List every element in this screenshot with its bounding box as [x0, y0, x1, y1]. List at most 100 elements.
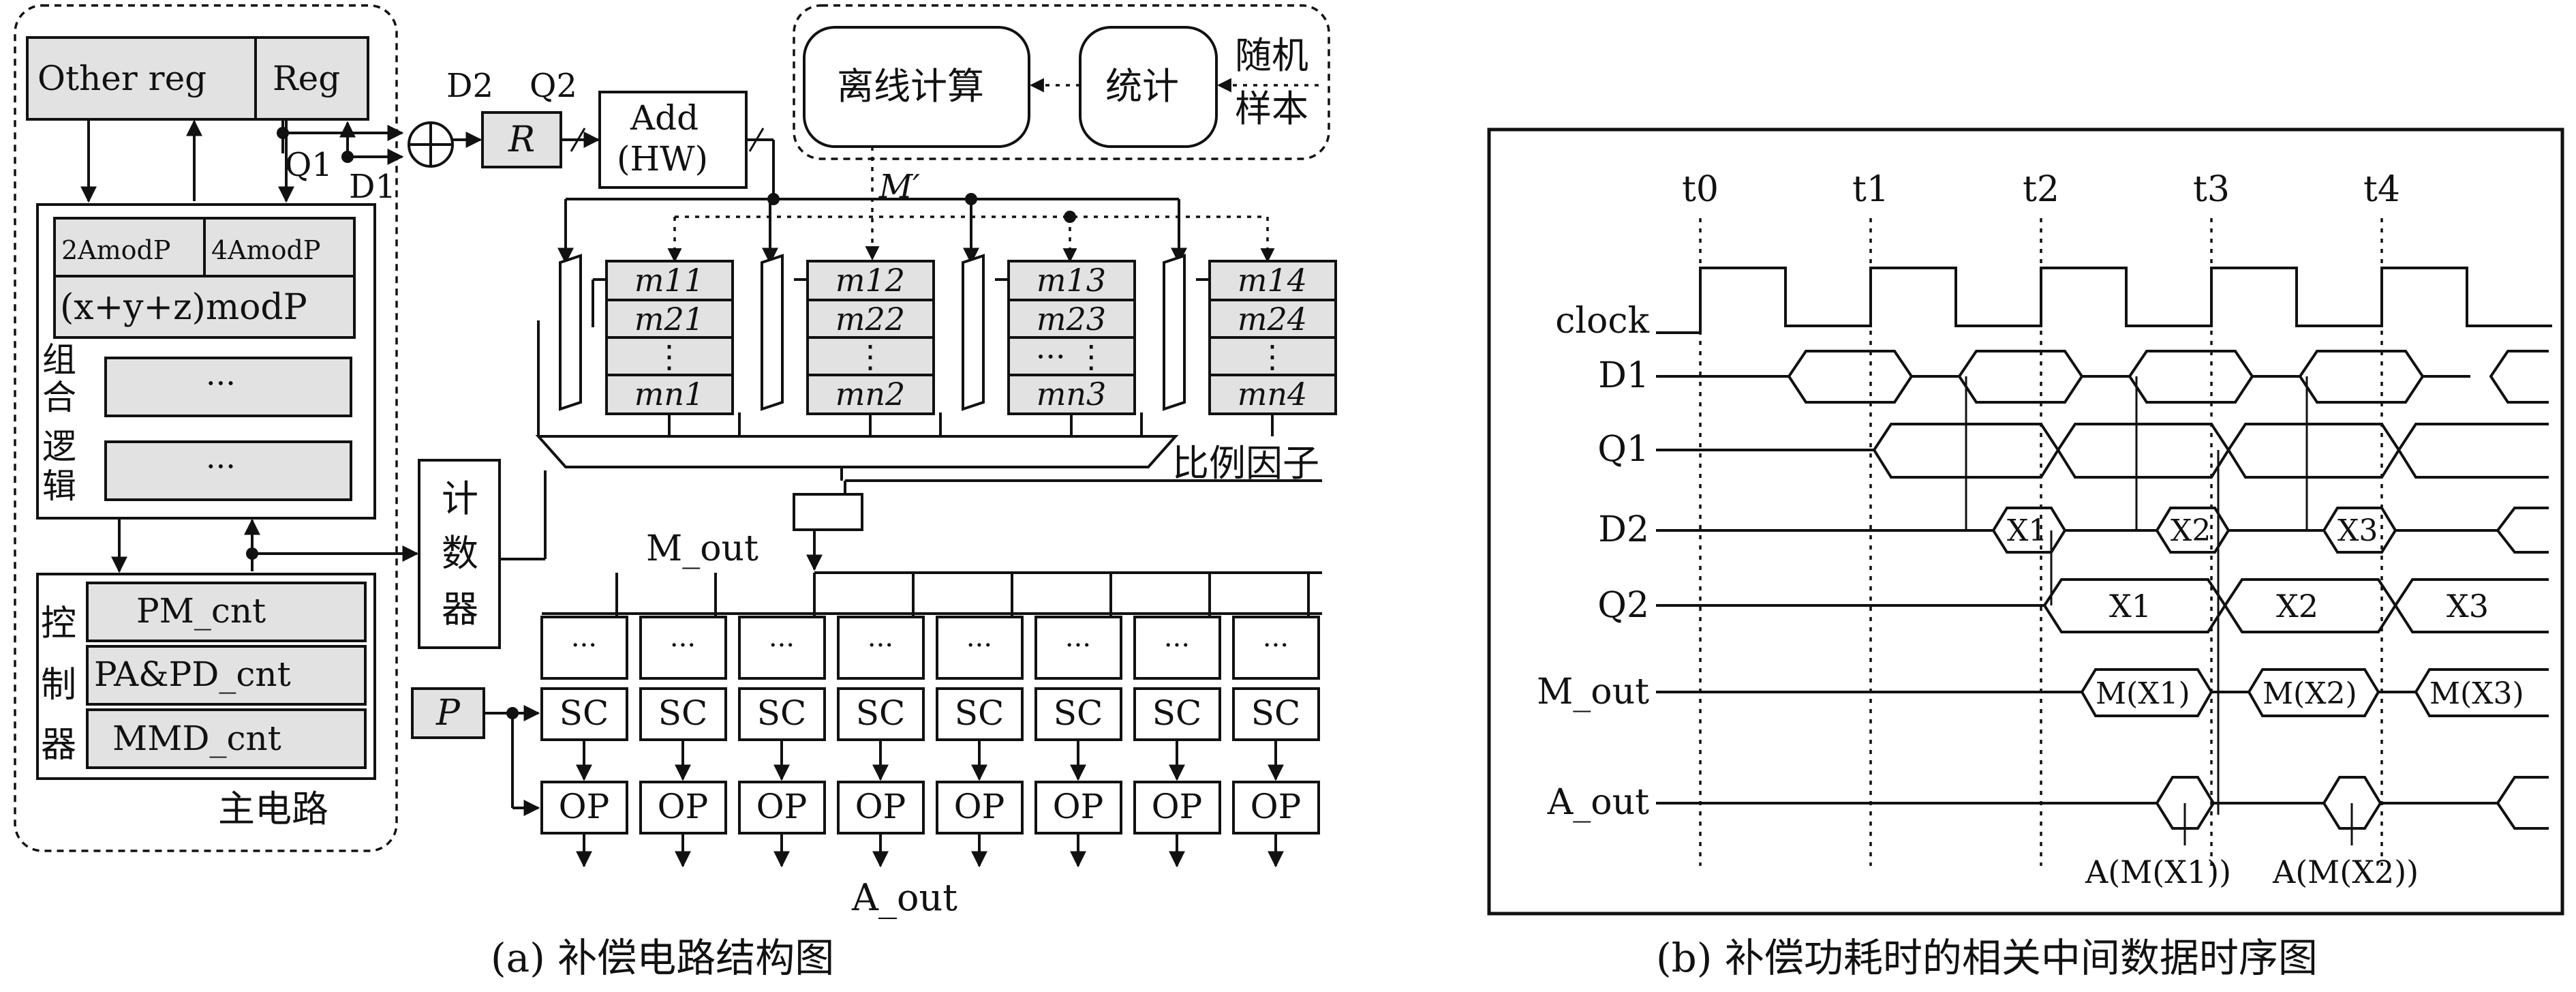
register-cell — [1208, 336, 1337, 378]
add-label: Add — [630, 98, 699, 138]
mux-2 — [761, 254, 784, 411]
signal-label: Q2 — [1597, 585, 1649, 626]
register-cell-label: m11 — [634, 262, 704, 299]
register-cell-label: ⋮ — [1257, 338, 1288, 375]
sc-block — [738, 687, 826, 741]
register-cell — [1208, 299, 1337, 340]
mout-mx2: M(X2) — [2263, 676, 2357, 711]
m-out-wave: M(X1) M(X2) M(X3) — [1656, 668, 2549, 717]
signal-label: D2 — [1598, 509, 1649, 550]
mod4-box — [203, 217, 356, 277]
register-cell-label: m13 — [1037, 262, 1106, 299]
r-register — [481, 111, 562, 168]
register-cell-label: m22 — [835, 301, 905, 337]
signal-label: Q1 — [1597, 429, 1649, 470]
a-out-wave: A(M(X1)) A(M(X2)) — [1656, 776, 2549, 890]
sc-input-ellipsis: ··· — [868, 630, 893, 661]
random-label-1: 随机 — [1235, 34, 1308, 77]
sc-input-box — [738, 616, 826, 680]
d1-label: D1 — [349, 168, 396, 206]
register-cell — [1007, 299, 1136, 340]
op-block — [936, 781, 1024, 835]
register-cell — [605, 336, 734, 378]
d2-label: D2 — [446, 67, 493, 105]
sc-block — [540, 687, 628, 741]
scale-merge-bar — [535, 435, 1179, 468]
tick-label: t3 — [2193, 169, 2230, 210]
op-label: OP — [1053, 787, 1104, 826]
register-cell — [806, 336, 935, 378]
sc-input-box — [936, 616, 1024, 680]
main-circuit-label: 主电路 — [218, 787, 328, 830]
register-cell-label: m14 — [1238, 262, 1307, 299]
reg-label: Reg — [273, 59, 340, 98]
papd-cnt-label: PA&PD_cnt — [94, 655, 291, 694]
d2-x1: X1 — [2007, 513, 2047, 548]
comb-char-4: 辑 — [42, 466, 76, 506]
tick-label: t2 — [2023, 169, 2059, 210]
comb-slot-2 — [104, 440, 352, 501]
comb-slot-1-ellipsis: ··· — [206, 365, 236, 402]
comb-slot-1 — [104, 357, 352, 417]
sc-block — [936, 687, 1024, 741]
reg-box — [254, 36, 369, 121]
register-cell-label: m23 — [1037, 301, 1106, 337]
p-label: P — [435, 693, 461, 734]
sc-label: SC — [757, 693, 807, 733]
sc-block — [1232, 687, 1320, 741]
sc-input-ellipsis: ··· — [571, 630, 597, 661]
sc-input-ellipsis: ··· — [1065, 630, 1091, 661]
counter-char-3: 器 — [442, 588, 478, 631]
signal-label: A_out — [1547, 782, 1649, 823]
register-cell-label: m21 — [634, 301, 704, 337]
counter-box — [418, 459, 501, 649]
sc-op-array: ···SCOP···SCOP···SCOP···SCOP···SCOP···SC… — [540, 573, 1320, 868]
q2-wave: X1 X2 X3 — [1656, 578, 2549, 633]
op-label: OP — [658, 787, 709, 826]
signal-label: D1 — [1598, 355, 1649, 396]
q2-x1: X1 — [2109, 588, 2151, 625]
register-cell — [1007, 336, 1136, 378]
op-label: OP — [954, 787, 1005, 826]
op-label: OP — [1251, 787, 1302, 826]
op-block — [540, 781, 628, 835]
offline-calc-box — [803, 26, 1030, 148]
main-circuit-box — [14, 4, 398, 852]
mout-mx3: M(X3) — [2429, 676, 2524, 711]
sc-label: SC — [1054, 693, 1103, 733]
register-cell-label: ⋮ — [654, 338, 685, 375]
other-reg-label: Other reg — [37, 59, 206, 98]
tick-label: t4 — [2363, 169, 2400, 210]
scale-factor-label: 比例因子 — [1172, 442, 1319, 485]
op-block — [1034, 781, 1122, 835]
register-cell-label: mn4 — [1238, 376, 1308, 412]
clock-wave — [1656, 267, 2552, 334]
comb-char-2: 合 — [42, 378, 76, 417]
op-label: OP — [559, 787, 610, 826]
sc-block — [639, 687, 727, 741]
register-cell-label: ⋮ — [855, 338, 886, 375]
signal-label: clock — [1555, 301, 1649, 342]
sc-label: SC — [559, 693, 609, 733]
counter-char-2: 数 — [442, 532, 478, 575]
sc-block — [1034, 687, 1122, 741]
stats-box — [1079, 26, 1218, 148]
papd-cnt-box — [86, 645, 367, 706]
sc-input-ellipsis: ··· — [670, 630, 696, 661]
sc-label: SC — [1152, 693, 1202, 733]
sc-label: SC — [955, 693, 1005, 733]
sc-input-box — [639, 616, 727, 680]
op-block — [1133, 781, 1221, 835]
register-cell-label: ··· ⋮ — [1036, 338, 1107, 375]
signal-label: M_out — [1537, 672, 1649, 712]
p-register — [411, 687, 485, 739]
q1-label: Q1 — [285, 146, 333, 184]
mmd-cnt-box — [86, 708, 367, 769]
register-cell — [1208, 260, 1337, 301]
sc-input-box — [1232, 616, 1320, 680]
register-cell-label: m12 — [835, 262, 905, 299]
comb-slot-2-ellipsis: ··· — [206, 448, 236, 485]
